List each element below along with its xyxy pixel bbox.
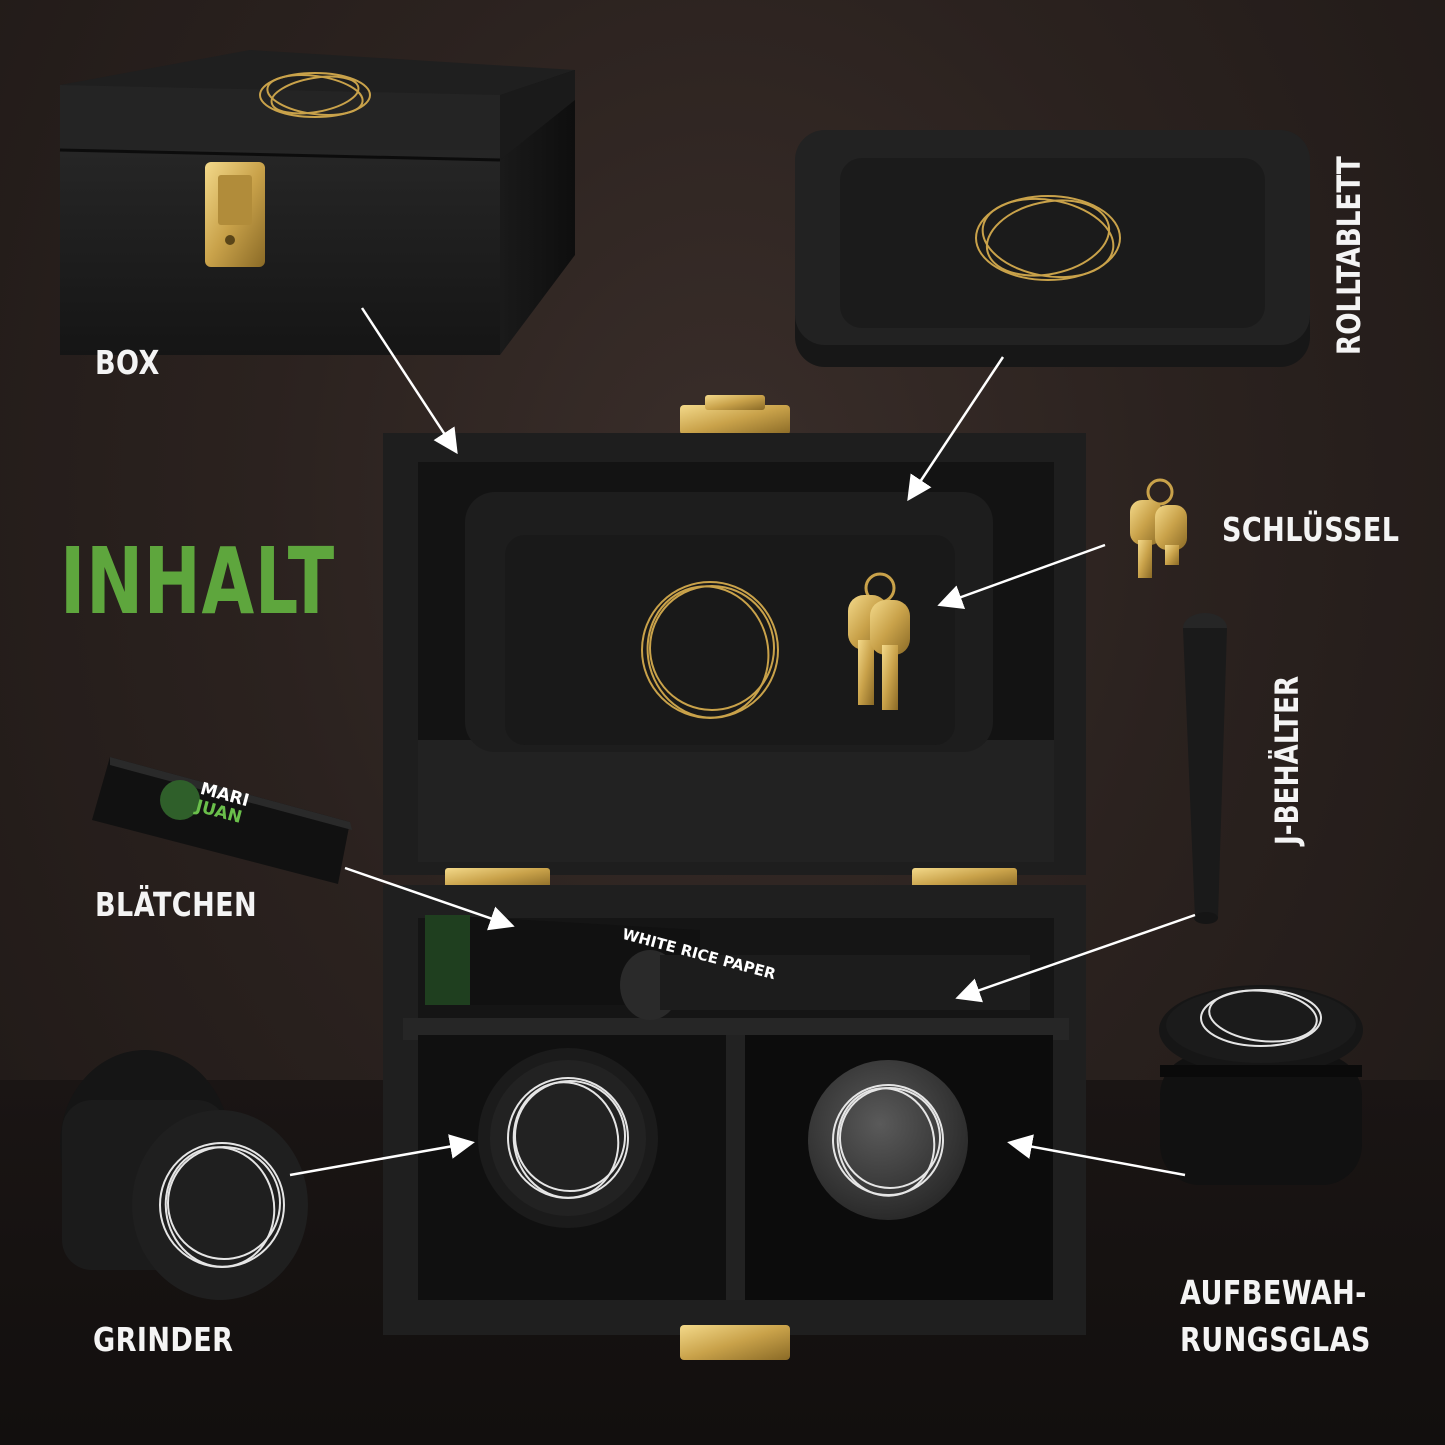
label-grinder: GRINDER: [93, 1320, 234, 1359]
gold-clasp: [205, 162, 265, 267]
keys-in-box: [848, 572, 910, 710]
label-glas-line-2: RUNGSGLAS: [1180, 1320, 1371, 1359]
open-box: [383, 395, 1086, 1360]
arrow-blaettchen: [344, 866, 515, 931]
rolling-paper-pack: [92, 757, 352, 884]
page-title: INHALT: [60, 528, 335, 635]
grinder: [60, 1050, 308, 1300]
label-j-behaelter: J-BEHÄLTER: [1268, 675, 1306, 845]
label-glas-line-1: AUFBEWAH-: [1180, 1273, 1367, 1312]
keys-loose: [1130, 478, 1187, 578]
jar-in-box: [808, 1060, 968, 1220]
box-lid-logo: [259, 72, 371, 118]
rolling-tray: [795, 130, 1310, 367]
arrow-j-behaelter: [955, 913, 1196, 1003]
inner-tray-logo: [641, 581, 779, 719]
closed-box: [59, 50, 575, 355]
label-box: BOX: [95, 343, 160, 382]
arrow-box: [360, 307, 458, 455]
arrow-glas: [1007, 1134, 1186, 1177]
arrow-rolltablett: [907, 356, 1005, 502]
j-container: [1183, 613, 1227, 924]
grinder-in-box: [478, 1048, 658, 1228]
label-schluessel: SCHLÜSSEL: [1222, 510, 1400, 549]
storage-jar: [1159, 985, 1363, 1185]
tray-logo: [975, 195, 1121, 281]
label-blaettchen: BLÄTCHEN: [95, 885, 258, 924]
arrow-grinder: [289, 1134, 475, 1177]
label-rolltablett: ROLLTABLETT: [1330, 156, 1368, 355]
arrow-schluessel: [937, 543, 1106, 609]
callout-arrows: [289, 307, 1196, 1177]
